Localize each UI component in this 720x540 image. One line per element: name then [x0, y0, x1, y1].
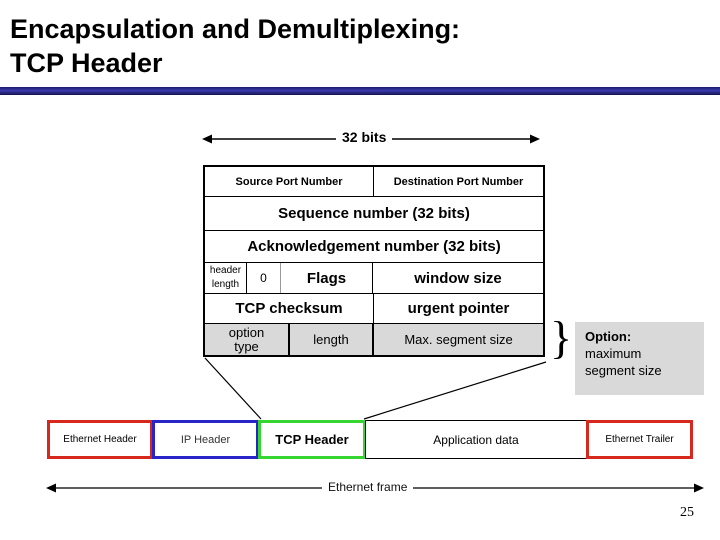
cell-sequence-number: Sequence number (32 bits) [278, 205, 470, 222]
bits-arrow-right-head-icon [530, 134, 540, 144]
connector-line-right [363, 361, 547, 420]
option-note-line3: segment size [585, 363, 662, 378]
option-note-line2: maximum [585, 346, 642, 361]
option-note-box: Option: maximum segment size [575, 322, 704, 395]
frame-segment-tcp-header: TCP Header [258, 420, 366, 459]
table-row-checksum: TCP checksum urgent pointer [205, 293, 543, 323]
cell-max-segment-size: Max. segment size [372, 324, 543, 355]
connector-line-left [204, 357, 262, 420]
table-row-acknowledgement: Acknowledgement number (32 bits) [205, 230, 543, 262]
cell-option-length: length [288, 324, 372, 355]
frame-arrow-label: Ethernet frame [322, 480, 414, 494]
title-divider-bar [0, 87, 720, 95]
table-row-sequence: Sequence number (32 bits) [205, 196, 543, 230]
header-length-line1: header [209, 265, 242, 276]
header-length-line2: length [211, 279, 240, 290]
cell-tcp-checksum: TCP checksum [235, 300, 343, 317]
page-number: 25 [680, 505, 694, 520]
cell-urgent-pointer: urgent pointer [373, 294, 543, 323]
tcp-header-table: Source Port Number Destination Port Numb… [203, 165, 545, 357]
table-row-flags: header length 0 Flags window size [205, 262, 543, 293]
frame-segment-ethernet-trailer: Ethernet Trailer [586, 420, 693, 459]
cell-window-size: window size [372, 263, 543, 293]
cell-acknowledgement-number: Acknowledgement number (32 bits) [247, 238, 501, 255]
bits-arrow-left-head-icon [202, 134, 212, 144]
cell-source-port: Source Port Number [235, 175, 343, 188]
option-type-line1: option [228, 324, 265, 340]
option-note-line1: Option: [585, 329, 632, 344]
option-type-line2: type [234, 338, 259, 354]
frame-segment-ethernet-header: Ethernet Header [47, 420, 153, 459]
cell-header-length: header length [205, 263, 246, 293]
bits-arrow-label: 32 bits [336, 129, 393, 145]
frame-segment-application-data: Application data [365, 420, 587, 459]
frame-segment-ip-header: IP Header [152, 420, 259, 459]
cell-flags: Flags [280, 263, 372, 293]
frame-arrow-left-head-icon [46, 483, 56, 493]
page-title: Encapsulation and Demultiplexing: TCP He… [10, 12, 460, 80]
page-title-line2: TCP Header [10, 48, 163, 78]
table-row-option: option type length Max. segment size [205, 323, 543, 355]
cell-destination-port: Destination Port Number [373, 167, 543, 196]
frame-arrow-right-head-icon [694, 483, 704, 493]
table-row-ports: Source Port Number Destination Port Numb… [205, 167, 543, 196]
cell-option-type: option type [205, 324, 288, 355]
option-brace-glyph: } [550, 312, 573, 363]
page-title-line1: Encapsulation and Demultiplexing: [10, 14, 461, 44]
cell-reserved-zero: 0 [246, 263, 280, 293]
